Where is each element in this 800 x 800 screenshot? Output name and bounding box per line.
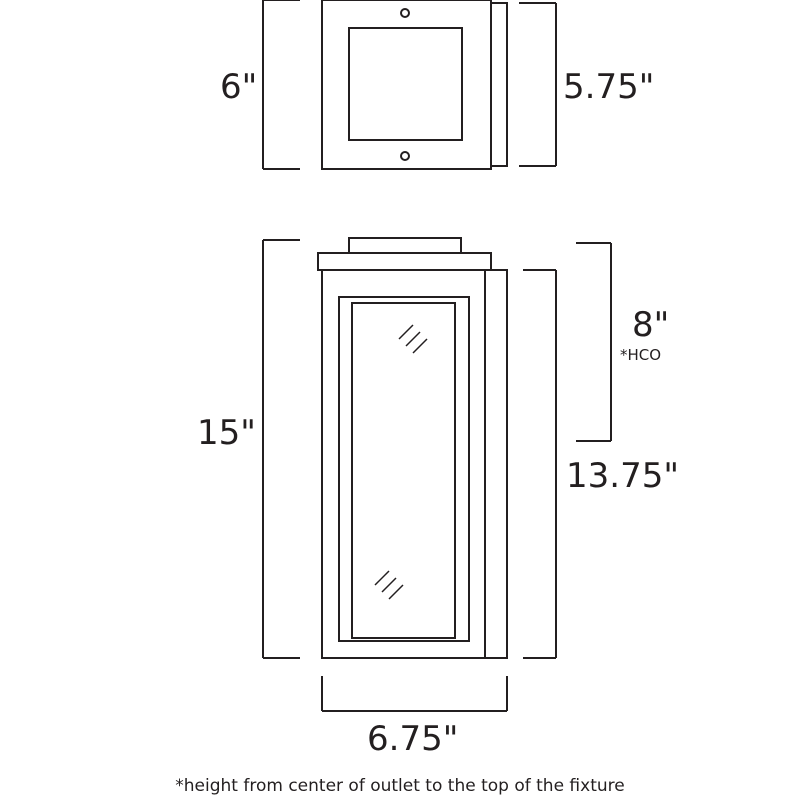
- reflection-top-3: [412, 338, 428, 354]
- top-cap: [348, 237, 462, 254]
- label-hco-note: *HCO: [620, 346, 661, 364]
- top-view-fixture: [321, 0, 508, 170]
- outer-glass-frame: [338, 296, 470, 642]
- bracket-hco: [576, 242, 612, 442]
- bracket-width: [321, 676, 508, 712]
- glass-reflection-marks: [374, 324, 428, 600]
- label-hco: 8": [632, 305, 669, 345]
- label-body-height: 13.75": [566, 456, 679, 496]
- mounting-hole-top: [400, 8, 410, 18]
- label-width: 6.75": [367, 719, 458, 759]
- bracket-overall-height: [262, 239, 300, 659]
- bracket-body-height: [523, 269, 557, 659]
- top-view-window: [348, 27, 463, 141]
- top-plate: [317, 252, 492, 271]
- bracket-backplate-height: [519, 2, 557, 167]
- footnote: *height from center of outlet to the top…: [175, 776, 624, 796]
- wall-backplate: [484, 269, 508, 659]
- fixture-body: [321, 269, 486, 659]
- reflection-top-2: [405, 331, 421, 347]
- reflection-bottom-2: [381, 577, 397, 593]
- label-top-height: 6": [220, 67, 257, 107]
- side-view-fixture: [317, 237, 508, 659]
- top-view-backplate: [490, 2, 508, 167]
- glass-panel: [351, 302, 456, 639]
- reflection-bottom-1: [374, 570, 390, 586]
- label-overall-height: 15": [197, 413, 256, 453]
- label-backplate-height: 5.75": [563, 67, 654, 107]
- reflection-top-1: [398, 324, 414, 340]
- bracket-top-height: [262, 0, 300, 170]
- reflection-bottom-3: [388, 584, 404, 600]
- mounting-hole-bottom: [400, 151, 410, 161]
- top-view-outer-frame: [321, 0, 492, 170]
